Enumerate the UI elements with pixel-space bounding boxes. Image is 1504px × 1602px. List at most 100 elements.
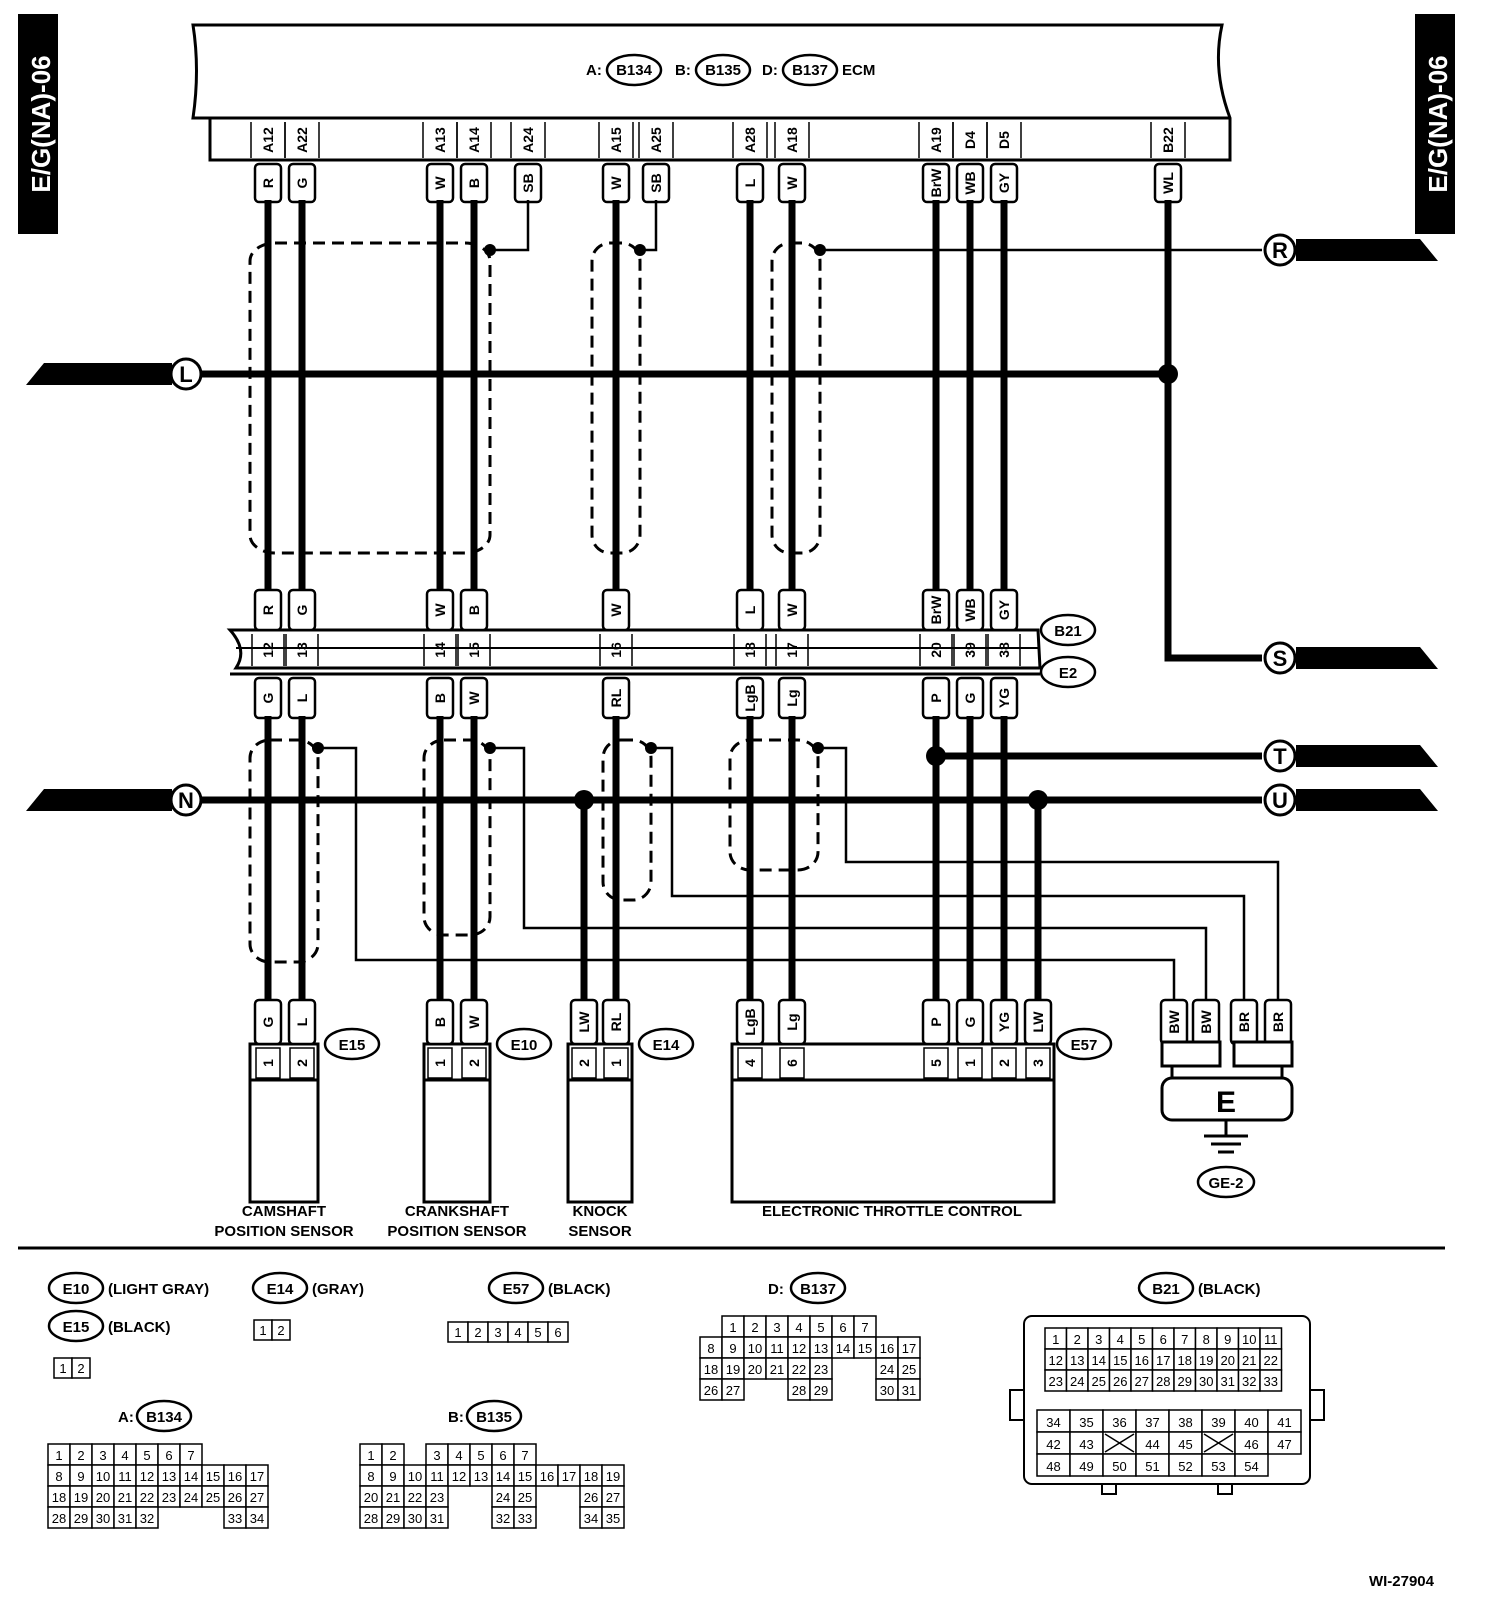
joint-upper-color-20-text: BrW <box>928 595 944 625</box>
legend-b21-bottom-grid-cell: 38 <box>1178 1415 1192 1430</box>
legend-b21-bottom-grid-cell: 50 <box>1112 1459 1126 1474</box>
legend-b137-grid-cell: 25 <box>902 1362 916 1377</box>
ecm-wire-color-A12: R <box>253 162 283 204</box>
component-E14-wire-2: LW <box>569 998 599 1046</box>
offpage-letter-U: U <box>1272 788 1288 813</box>
legend-b135-grid-cell: 14 <box>496 1469 510 1484</box>
legend-b137-grid-cell: 27 <box>726 1383 740 1398</box>
joint-upper-color-15-text: B <box>466 605 482 615</box>
legend-b134-grid-cell: 31 <box>118 1511 132 1526</box>
ground-id: GE-2 <box>1208 1175 1243 1192</box>
legend-b137-grid-cell: 14 <box>836 1341 850 1356</box>
legend-b137-grid-cell: 26 <box>704 1383 718 1398</box>
legend-b135-grid-cell: 23 <box>430 1490 444 1505</box>
offpage-connector-N[interactable]: NE/G(NA)-05 <box>26 783 203 817</box>
component-E14-wire-1-text: RL <box>608 1012 624 1031</box>
legend-b134-grid-cell: 2 <box>77 1448 84 1463</box>
legend-b135-grid-cell: 18 <box>584 1469 598 1484</box>
legend-b137-grid-cell: 22 <box>792 1362 806 1377</box>
legend-e15-grid-cell: 1 <box>59 1361 66 1376</box>
component-name-E10: CRANKSHAFT <box>405 1203 509 1220</box>
ecm-wire-color-A14-text: B <box>466 178 482 188</box>
legend-a-prefix: A: <box>118 1409 134 1426</box>
legend-b134-grid-cell: 10 <box>96 1469 110 1484</box>
component-connector-E14: E14 <box>653 1037 680 1054</box>
legend-b134-grid-cell: 17 <box>250 1469 264 1484</box>
component-E57-pin-5: 5 <box>928 1059 944 1067</box>
legend-b137-grid-cell: 10 <box>748 1341 762 1356</box>
legend-b134-grid-cell: 18 <box>52 1490 66 1505</box>
legend-b21-bottom-grid-cell: 34 <box>1046 1415 1060 1430</box>
legend-b135-grid-cell: 6 <box>499 1448 506 1463</box>
component-E57-wire-6-text: Lg <box>784 1013 800 1030</box>
legend-b21-top-grid-cell: 21 <box>1242 1353 1256 1368</box>
legend-e57-grid-cell: 3 <box>494 1325 501 1340</box>
joint-upper-color-38-text: GY <box>996 599 1012 620</box>
legend-b21-top-grid-cell: 4 <box>1117 1332 1124 1347</box>
legend-b137-grid-cell: 24 <box>880 1362 894 1377</box>
legend-b134-grid-cell: 11 <box>118 1469 132 1484</box>
legend-b137-grid-cell: 5 <box>817 1320 824 1335</box>
joint-lower-color-15-text: W <box>466 691 482 705</box>
page-label-right: E/G(NA)-06 <box>1423 55 1453 192</box>
component-E57-wire-1: G <box>955 998 985 1046</box>
joint-lower-color-20: P <box>921 676 951 720</box>
legend-b21-top-grid-cell: 26 <box>1113 1374 1127 1389</box>
legend-b134-grid-cell: 28 <box>52 1511 66 1526</box>
ecm-conn-d-id: B137 <box>792 62 828 79</box>
offpage-connector-L[interactable]: LE/G(NA)-05 <box>26 357 203 391</box>
joint-upper-color-38: GY <box>989 588 1019 632</box>
ecm-wire-color-B22-text: WL <box>1160 172 1176 194</box>
component-E14-pin-2: 2 <box>576 1059 592 1067</box>
component-E57-wire-2: YG <box>989 998 1019 1046</box>
legend-b21-top-grid-cell: 9 <box>1224 1332 1231 1347</box>
ecm-conn-a-prefix: A: <box>586 62 602 79</box>
ecm-conn-b-prefix: B: <box>675 62 691 79</box>
joint-lower-color-12-text: G <box>260 692 276 703</box>
legend-b-id: B135 <box>476 1409 512 1426</box>
offpage-letter-T: T <box>1273 744 1287 769</box>
legend-b134-grid-cell: 1 <box>55 1448 62 1463</box>
joint-upper-color-13: G <box>287 588 317 632</box>
ecm-pin-A25: A25 <box>648 127 664 153</box>
component-E14-wire-1: RL <box>601 998 631 1046</box>
legend-b134-grid-cell: 33 <box>228 1511 242 1526</box>
legend-b21-top-grid-cell: 2 <box>1074 1332 1081 1347</box>
page-label-left: E/G(NA)-06 <box>26 55 56 192</box>
legend-b135-grid-cell: 12 <box>452 1469 466 1484</box>
ecm-wire-color-D5-text: GY <box>996 172 1012 193</box>
legend-b137-grid-cell: 12 <box>792 1341 806 1356</box>
legend-d-prefix: D: <box>768 1281 784 1298</box>
ecm-pin-A18: A18 <box>784 127 800 153</box>
joint-upper-color-18-text: L <box>742 605 758 614</box>
ecm-pin-B22: B22 <box>1160 127 1176 153</box>
joint-upper-color-39: WB <box>955 588 985 632</box>
legend-b135-grid-cell: 7 <box>521 1448 528 1463</box>
component-connector-E10: E10 <box>511 1037 538 1054</box>
legend-b137-grid-cell: 15 <box>858 1341 872 1356</box>
legend-e15-id: E15 <box>63 1319 90 1336</box>
legend-b134-grid-cell: 12 <box>140 1469 154 1484</box>
ecm-wire-color-D5: GY <box>989 162 1019 204</box>
ecm-wire-color-A15: W <box>601 162 631 204</box>
legend-b134-grid-cell: 26 <box>228 1490 242 1505</box>
legend-b21-bottom-grid-cell: 37 <box>1145 1415 1159 1430</box>
legend-b135-grid-cell: 3 <box>433 1448 440 1463</box>
ecm-pin-A28: A28 <box>742 127 758 153</box>
legend-b21-top-grid-cell: 3 <box>1095 1332 1102 1347</box>
ground-wire-3: BR <box>1263 998 1293 1046</box>
joint-upper-color-20: BrW <box>921 588 951 632</box>
legend-b134-grid-cell: 22 <box>140 1490 154 1505</box>
legend-b21-desc: (BLACK) <box>1198 1281 1260 1298</box>
legend-b134-grid-cell: 6 <box>165 1448 172 1463</box>
legend-b21-top-grid-cell: 25 <box>1092 1374 1106 1389</box>
